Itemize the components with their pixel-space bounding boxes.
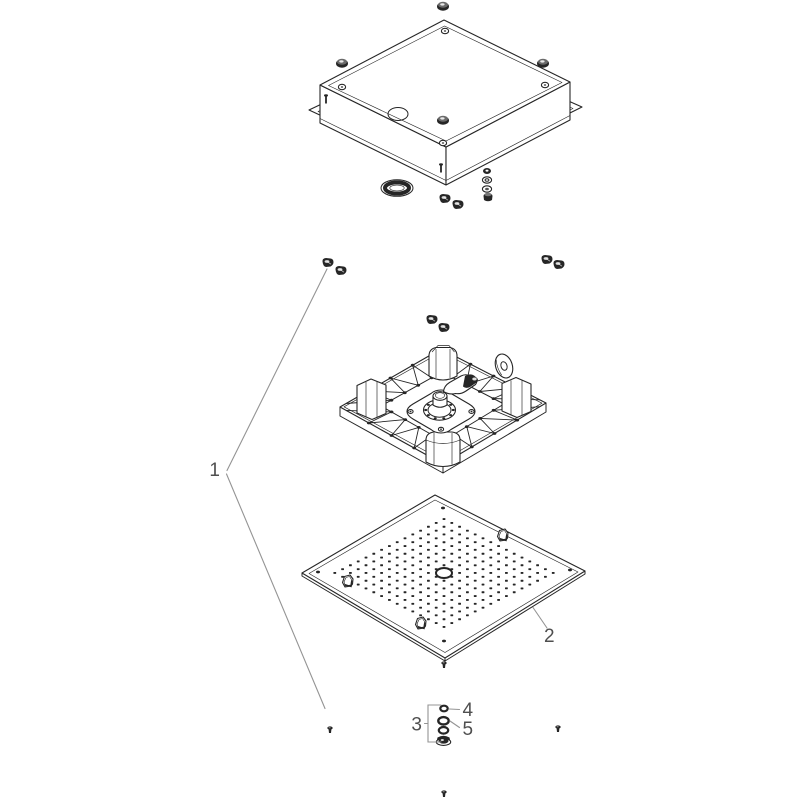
callout-2: 2 bbox=[532, 606, 555, 647]
center-cap bbox=[435, 567, 453, 579]
callout-1-line-upper bbox=[226, 268, 328, 472]
fixing-screw bbox=[441, 661, 447, 668]
ceiling-housing-unit bbox=[308, 1, 583, 210]
callout-1-label: 1 bbox=[209, 460, 220, 481]
clip-pair-left bbox=[322, 257, 347, 276]
corner-post-bottom bbox=[425, 431, 461, 468]
callout-4: 4 bbox=[448, 700, 474, 721]
callout-3-label: 3 bbox=[411, 715, 422, 736]
corner-post-right bbox=[501, 376, 532, 419]
inlet-elbow bbox=[432, 374, 478, 408]
o-ring-small bbox=[439, 704, 449, 713]
plate-clip bbox=[496, 528, 509, 542]
fixing-screw bbox=[441, 790, 447, 797]
corner-post-left bbox=[356, 378, 387, 421]
retaining-clip bbox=[452, 199, 464, 210]
callout-5-line bbox=[449, 720, 461, 729]
washer-ring bbox=[437, 725, 450, 735]
callout-2-label: 2 bbox=[544, 626, 555, 647]
clip-pair-center bbox=[426, 314, 450, 333]
callout-5: 5 bbox=[449, 719, 474, 740]
valve-body bbox=[406, 374, 478, 434]
callout-3-bracket bbox=[423, 704, 442, 743]
frame-assembly bbox=[339, 345, 547, 474]
callout-4-label: 4 bbox=[463, 700, 474, 721]
top-face-screw-holes bbox=[337, 27, 550, 147]
nozzle-grid bbox=[333, 518, 555, 628]
plate-clip bbox=[414, 616, 427, 630]
seal-kit bbox=[435, 704, 452, 746]
spray-plate bbox=[301, 494, 586, 662]
o-ring-large bbox=[437, 715, 450, 726]
housing-top-face bbox=[319, 19, 571, 148]
seal-gasket bbox=[380, 179, 414, 197]
callout-1-line-lower bbox=[225, 473, 326, 710]
callout-4-line bbox=[448, 708, 461, 711]
washer-disc bbox=[494, 353, 514, 379]
corner-post-top bbox=[428, 345, 458, 381]
callout-2-line bbox=[532, 606, 548, 629]
callout-3: 3 bbox=[411, 704, 442, 743]
callout-5-label: 5 bbox=[463, 719, 474, 740]
clip-pair-right bbox=[541, 254, 565, 270]
callout-1: 1 bbox=[209, 268, 328, 710]
housing-body bbox=[319, 19, 571, 186]
fixing-screw bbox=[327, 726, 333, 733]
fastener-stack bbox=[481, 168, 493, 202]
plate-clip bbox=[341, 574, 354, 588]
plate-corner-holes bbox=[316, 506, 572, 643]
fixing-screw bbox=[555, 725, 561, 732]
nozzle-insert bbox=[435, 735, 452, 746]
retaining-clip bbox=[439, 193, 451, 204]
supply-hole bbox=[387, 107, 409, 121]
